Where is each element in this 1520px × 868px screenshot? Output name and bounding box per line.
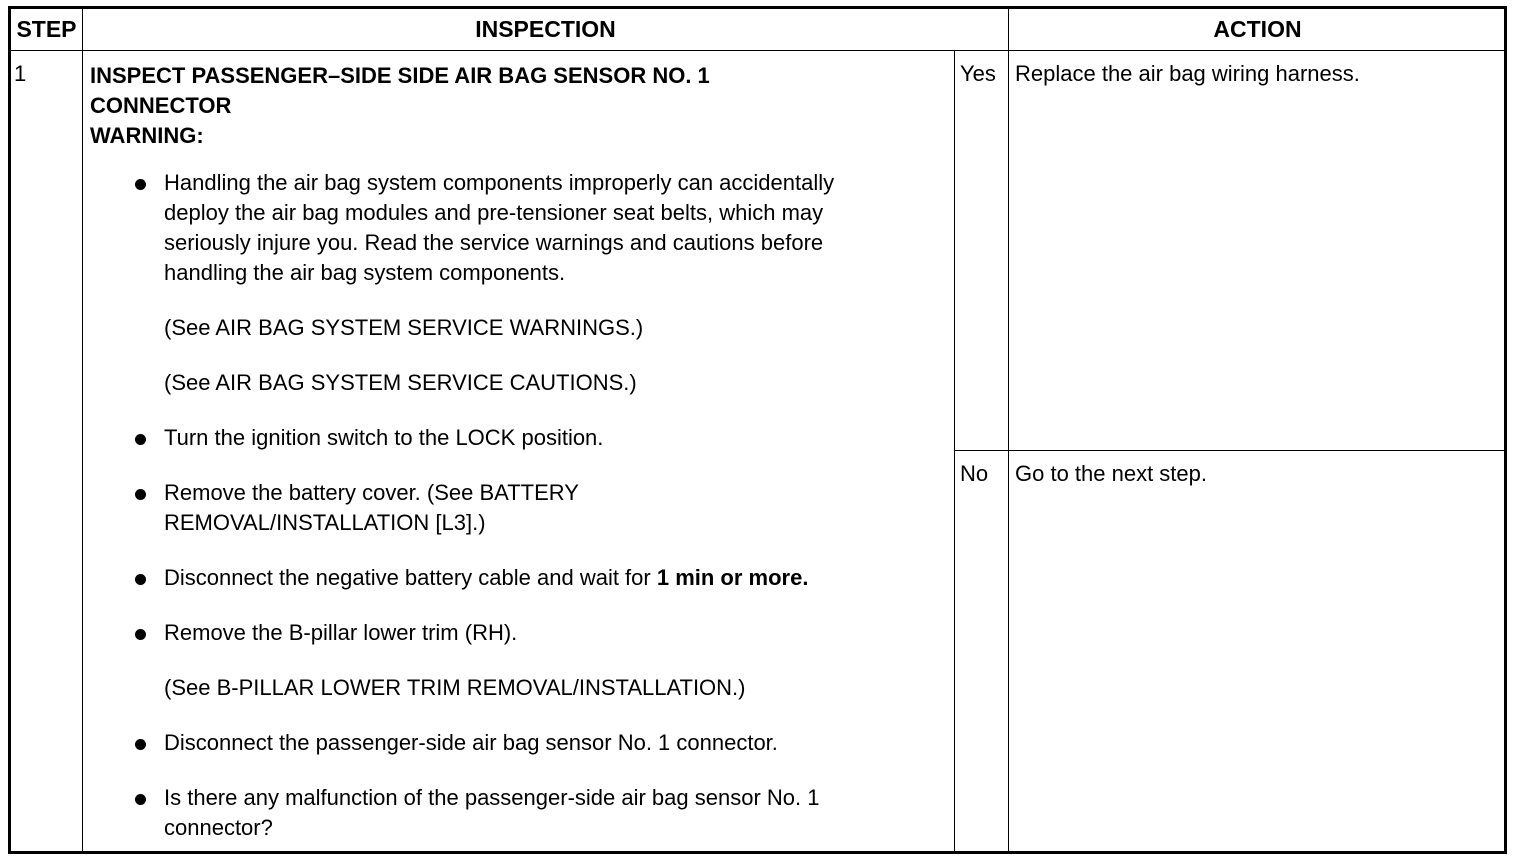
inspection-content: INSPECT PASSENGER–SIDE SIDE AIR BAG SENS… [90,61,945,868]
reference-note: (See AIR BAG SYSTEM SERVICE CAUTIONS.) [164,370,637,395]
reference-note: (See AIR BAG SYSTEM SERVICE WARNINGS.) [164,315,644,340]
yes-action: Replace the air bag wiring harness. [1015,61,1360,86]
inspection-table: STEP INSPECTION ACTION 1 INSPECT PASSENG… [8,6,1507,854]
list-item: Remove the B-pillar lower trim (RH). [90,618,945,648]
yes-no-divider [954,450,1504,451]
step-title: INSPECT PASSENGER–SIDE SIDE AIR BAG SENS… [90,63,710,118]
header-divider [11,50,1504,51]
list-item: Disconnect the negative battery cable an… [90,563,945,593]
step-number: 1 [14,61,27,86]
emphasis-text: 1 min or more. [656,565,809,590]
header-action: ACTION [1213,16,1302,42]
list-item: Is there any malfunction of the passenge… [90,783,924,843]
yes-label: Yes [960,61,996,86]
list-item: Remove the battery cover. (See BATTERY R… [90,478,644,538]
column-divider [1008,9,1009,851]
list-item: Disconnect the passenger-side air bag se… [90,728,945,758]
warning-label: WARNING: [90,123,204,148]
list-item: Turn the ignition switch to the LOCK pos… [90,423,945,453]
header-step: STEP [16,16,77,42]
list-item: Handling the air bag system components i… [90,168,894,288]
reference-note: (See B-PILLAR LOWER TRIM REMOVAL/INSTALL… [164,675,746,700]
column-divider [82,9,83,851]
column-divider [954,51,955,851]
no-action: Go to the next step. [1015,461,1208,486]
header-inspection: INSPECTION [475,16,616,42]
no-label: No [960,461,989,486]
